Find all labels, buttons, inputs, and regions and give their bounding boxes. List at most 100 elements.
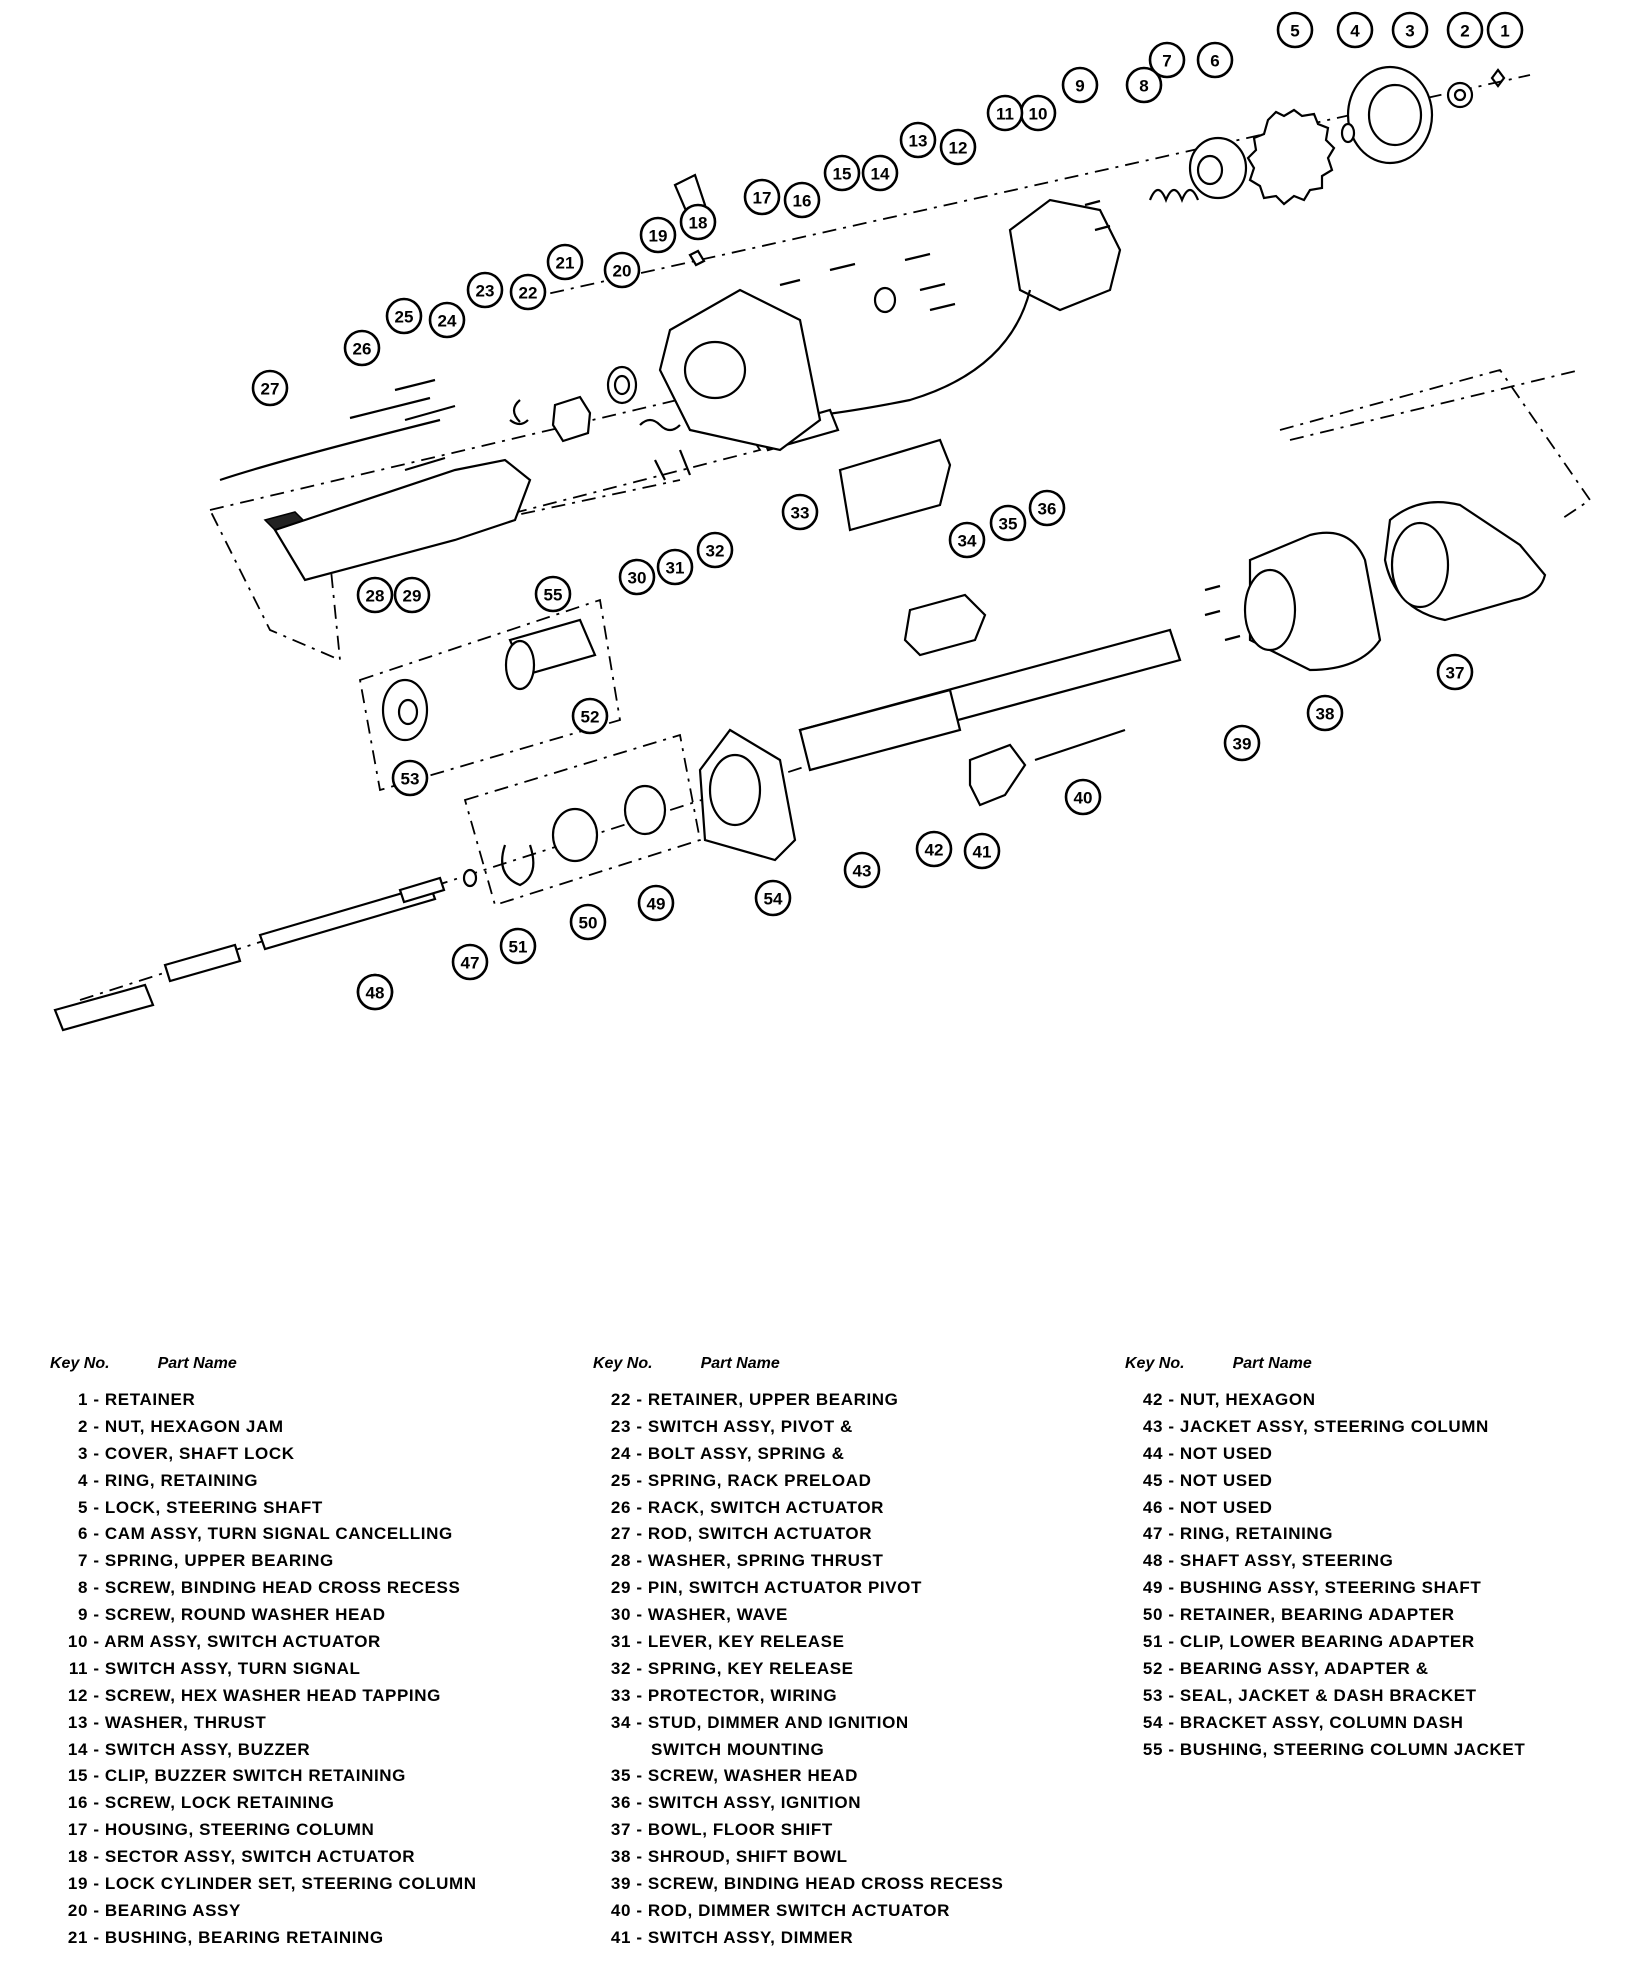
callout-30: 30 [618,558,656,596]
key-number: 23 [610,1416,631,1436]
legend-entry: 42 - NUT, HEXAGON [1125,1387,1525,1414]
part-name: SWITCH ASSY, PIVOT & [647,1416,853,1436]
part-name: SHAFT ASSY, STEERING [1179,1551,1394,1571]
legend-entry: 16 - SCREW, LOCK RETAINING [50,1790,477,1817]
callout-circle [656,548,694,586]
key-number: 19 [67,1874,88,1894]
callout-55: 55 [534,575,572,613]
part-name: WASHER, SPRING THRUST [647,1551,884,1571]
callout-circle [509,273,547,311]
key-number: 50 [1142,1605,1163,1625]
legend-entry: 39 - SCREW, BINDING HEAD CROSS RECESS [593,1871,1003,1898]
separator: - [88,1739,105,1759]
key-number: 2 [77,1416,88,1436]
part-name: BEARING ASSY, ADAPTER & [1179,1658,1429,1678]
legend-entry: 9 - SCREW, ROUND WASHER HEAD [50,1602,477,1629]
callout-number: 26 [353,340,372,359]
key-number: 47 [1142,1524,1163,1544]
separator: - [631,1390,648,1409]
callout-number: 7 [1162,52,1171,71]
separator: - [88,1524,105,1544]
legend-entry: 2 - NUT, HEXAGON JAM [50,1414,477,1441]
callout-35: 35 [989,504,1027,542]
legend-entry: 17 - HOUSING, STEERING COLUMN [50,1817,477,1844]
callout-34: 34 [948,521,986,559]
callout-17: 17 [743,178,781,216]
part-name: STUD, DIMMER AND IGNITION [647,1712,909,1732]
callout-number: 38 [1316,705,1335,724]
callout-circle [618,558,656,596]
callout-19: 19 [639,216,677,254]
callout-number: 4 [1350,22,1360,41]
separator: - [88,1712,105,1732]
separator: - [88,1874,105,1894]
legend-column-2: Key No.Part Name 22 - RETAINER, UPPER BE… [593,1355,1003,1952]
callout-number: 31 [666,559,685,578]
part-name: SHROUD, SHIFT BOWL [647,1847,848,1867]
key-number: 52 [1142,1658,1163,1678]
callout-circle [1064,778,1102,816]
callout-number: 21 [556,254,575,273]
callout-circle [1223,724,1261,762]
callout-number: 37 [1446,664,1465,683]
part-name: NOT USED [1179,1497,1273,1517]
key-number: 15 [67,1766,88,1786]
callout-number: 9 [1075,77,1084,96]
separator: - [88,1766,105,1786]
part-name: NUT, HEXAGON JAM [104,1416,284,1436]
legend-entry: 19 - LOCK CYLINDER SET, STEERING COLUMN [50,1871,477,1898]
callout-1: 1 [1486,11,1524,49]
key-number: 37 [610,1820,631,1840]
part-name: SCREW, LOCK RETAINING [104,1793,335,1813]
key-number: 9 [77,1605,88,1625]
callout-number: 11 [996,105,1014,124]
callout-circle [783,181,821,219]
legend-entry: 37 - BOWL, FLOOR SHIFT [593,1817,1003,1844]
legend-entry: 23 - SWITCH ASSY, PIVOT & [593,1414,1003,1441]
callout-number: 22 [519,284,538,303]
callout-number: 25 [395,308,414,327]
callout-circle [1125,66,1163,104]
part-name: NOT USED [1179,1443,1273,1463]
legend-entry: 15 - CLIP, BUZZER SWITCH RETAINING [50,1763,477,1790]
part-name: SEAL, JACKET & DASH BRACKET [1179,1685,1477,1705]
callout-number: 19 [649,227,668,246]
legend-entry: 20 - BEARING ASSY [50,1898,477,1925]
callout-number: 48 [366,984,385,1003]
part-name: BUSHING, STEERING COLUMN JACKET [1179,1739,1526,1759]
callout-number: 53 [401,770,420,789]
callout-number: 8 [1139,77,1148,96]
part-name: LEVER, KEY RELEASE [647,1632,845,1652]
key-no-header: Key No. [50,1355,110,1372]
part-name: CLIP, BUZZER SWITCH RETAINING [104,1766,406,1786]
legend-entry: 28 - WASHER, SPRING THRUST [593,1548,1003,1575]
key-number: 40 [610,1900,631,1920]
callout-38: 38 [1306,694,1344,732]
legend-entry: 3 - COVER, SHAFT LOCK [50,1441,477,1468]
key-number: 38 [610,1847,631,1867]
key-number: 44 [1142,1443,1163,1463]
key-number: 25 [610,1470,631,1490]
callout-number: 39 [1233,735,1252,754]
part-name: NOT USED [1179,1470,1273,1490]
callout-circle [986,94,1024,132]
callout-number: 42 [925,841,944,860]
legend-entry: 8 - SCREW, BINDING HEAD CROSS RECESS [50,1575,477,1602]
callout-circle [1391,11,1429,49]
callout-circle [1196,41,1234,79]
callout-number: 50 [579,914,598,933]
legend-entry: 34 - STUD, DIMMER AND IGNITION [593,1710,1003,1737]
part-name-header: Part Name [1232,1355,1312,1372]
key-number: 49 [1142,1578,1163,1598]
legend-entry: 51 - CLIP, LOWER BEARING ADAPTER [1125,1629,1525,1656]
callout-5: 5 [1276,11,1314,49]
separator: - [1163,1685,1180,1705]
separator: - [631,1766,648,1786]
callout-3: 3 [1391,11,1429,49]
legend-entry: 32 - SPRING, KEY RELEASE [593,1656,1003,1683]
callout-number: 54 [764,890,783,909]
legend-entry: 45 - NOT USED [1125,1468,1525,1495]
separator: - [631,1470,648,1490]
part-name: BEARING ASSY [104,1900,241,1920]
